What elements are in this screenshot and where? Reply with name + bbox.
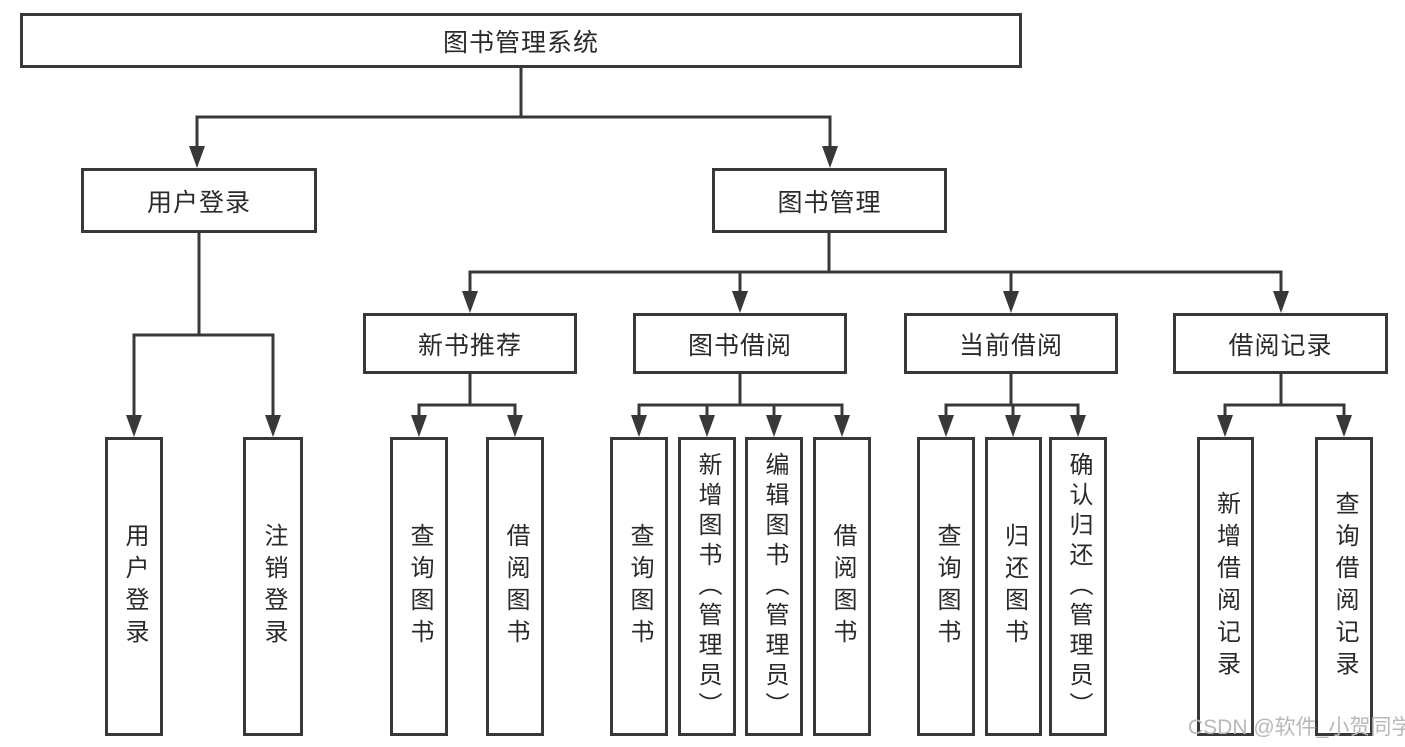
leaf-label: 查询图书	[933, 522, 960, 651]
leaf-query-books-recommend: 查询图书	[390, 437, 448, 736]
leaf-edit-book-admin: 编辑图书（管理员）	[745, 437, 803, 736]
node-label: 图书管理	[777, 188, 882, 217]
node-book-management: 图书管理	[712, 168, 947, 233]
leaf-confirm-return-admin: 确认归还（管理员）	[1049, 437, 1107, 736]
leaf-borrow-books-borrow: 借阅图书	[813, 437, 871, 736]
node-root-label: 图书管理系统	[442, 28, 599, 57]
leaf-label: 查询借阅记录	[1331, 490, 1358, 683]
leaf-label: 查询图书	[626, 522, 653, 651]
leaf-add-book-admin: 新增图书（管理员）	[678, 437, 736, 736]
node-current-borrowing: 当前借阅	[904, 313, 1118, 374]
node-new-book-recommendation: 新书推荐	[363, 313, 577, 374]
node-root: 图书管理系统	[20, 13, 1022, 68]
node-label: 新书推荐	[417, 331, 522, 360]
leaf-query-borrow-record: 查询借阅记录	[1315, 437, 1373, 736]
leaf-label: 用户登录	[121, 522, 148, 651]
leaf-label: 借阅图书	[829, 522, 856, 651]
node-book-borrowing: 图书借阅	[633, 313, 847, 374]
leaf-label: 借阅图书	[502, 522, 529, 651]
leaf-label: 查询图书	[406, 522, 433, 651]
leaf-label: 新增图书（管理员）	[694, 451, 721, 722]
node-label: 借阅记录	[1228, 331, 1333, 360]
leaf-label: 注销登录	[260, 522, 287, 651]
leaf-add-borrow-record: 新增借阅记录	[1197, 437, 1254, 736]
leaf-query-books-borrow: 查询图书	[610, 437, 668, 736]
node-label: 用户登录	[146, 188, 251, 217]
node-label: 当前借阅	[958, 331, 1063, 360]
leaf-label: 编辑图书（管理员）	[761, 451, 788, 722]
leaf-query-books-current: 查询图书	[917, 437, 975, 736]
leaf-user-login: 用户登录	[105, 437, 163, 736]
leaf-label: 新增借阅记录	[1212, 490, 1240, 683]
leaf-label: 确认归还（管理员）	[1065, 451, 1092, 722]
leaf-return-book: 归还图书	[985, 437, 1042, 736]
leaf-logout: 注销登录	[243, 437, 303, 736]
csdn-watermark: CSDN @软件_小贺同学	[1188, 716, 1405, 739]
leaf-borrow-books-recommend: 借阅图书	[486, 437, 544, 736]
node-borrowing-records: 借阅记录	[1173, 313, 1388, 374]
leaf-label: 归还图书	[1000, 522, 1028, 651]
node-user-login: 用户登录	[81, 168, 317, 233]
node-label: 图书借阅	[687, 331, 792, 360]
